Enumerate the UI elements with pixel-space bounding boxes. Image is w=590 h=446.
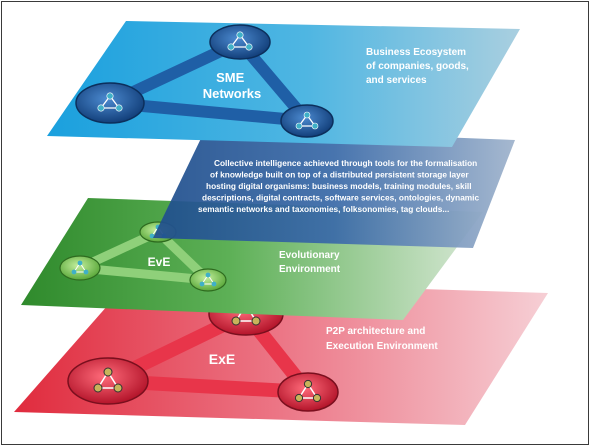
eve-network-label: EvE	[148, 255, 171, 269]
triangle-network-node-icon	[67, 357, 149, 405]
execution-description: P2P architecture and Execution Environme…	[326, 326, 438, 352]
business-layer: SME Networks Business Ecosystem of compa…	[47, 21, 520, 147]
eve-network: EvE	[59, 221, 227, 292]
knowledge-plane	[153, 128, 515, 248]
triangle-network-node-icon	[280, 104, 334, 138]
evolutionary-description: Evolutionary Environment	[279, 250, 342, 275]
eve-network-links	[75, 227, 213, 285]
triangle-network-node-icon	[277, 372, 339, 412]
sme-network-links	[104, 36, 313, 127]
knowledge-layer: Collective intelligence achieved through…	[153, 128, 515, 248]
triangle-network-node-icon	[59, 255, 101, 281]
execution-layer: ExE P2P architecture and Execution Envir…	[14, 280, 548, 425]
exe-network-label: ExE	[209, 351, 235, 367]
triangle-network-node-icon	[209, 24, 271, 60]
triangle-network-node-icon	[189, 268, 227, 292]
business-description: Business Ecosystem of companies, goods, …	[366, 47, 472, 86]
exe-network-links	[101, 307, 315, 399]
business-plane	[47, 21, 520, 147]
sme-network: SME Networks	[75, 24, 334, 138]
sme-network-label: SME Networks	[203, 70, 262, 101]
triangle-network-node-icon	[75, 82, 145, 124]
knowledge-description: Collective intelligence achieved through…	[198, 158, 481, 214]
